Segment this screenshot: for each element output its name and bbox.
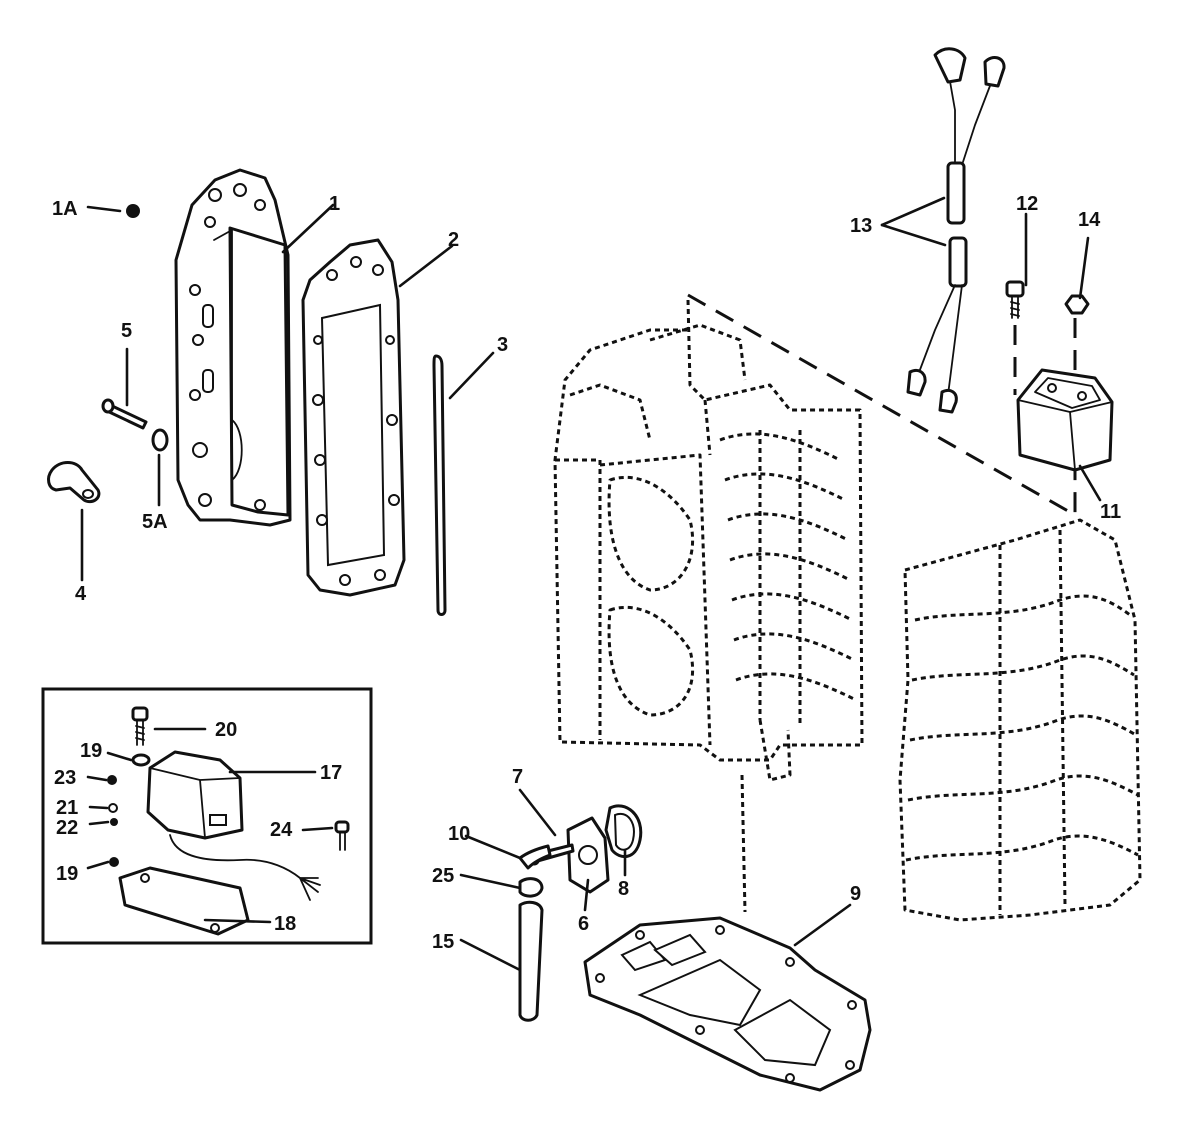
callout-13: 13 [850,215,872,237]
callout-8: 8 [618,878,629,900]
callout-25: 25 [432,865,454,887]
callout-20: 20 [215,719,237,741]
part-14-nut [1064,294,1090,315]
callout-9: 9 [850,883,861,905]
part-15-hose [518,900,544,1022]
callout-23: 23 [54,767,76,789]
callout-22: 22 [56,817,78,839]
callout-10: 10 [448,823,470,845]
part-17-module [146,750,244,840]
callout-4: 4 [75,583,87,605]
callout-18: 18 [274,913,296,935]
part-4-clip [47,461,101,504]
callout-21: 21 [56,797,78,819]
callout-3: 3 [497,334,508,356]
callout-5A: 5A [142,511,168,533]
callout-14: 14 [1078,209,1101,231]
part-1-cover-plate [174,168,292,527]
part-5-screw [101,398,148,430]
assembly-dashed-lines [687,293,1077,518]
second-block-outline [898,518,1142,922]
callout-1A: 1A [52,198,78,220]
callout-labels: 1A 1 2 3 5 5A 4 13 12 14 11 7 10 25 6 8 … [52,193,1121,953]
part-25-clamp [518,877,544,898]
part-6-cover [566,816,610,894]
part-18-bracket [118,866,250,936]
callout-1: 1 [329,193,340,215]
callout-2: 2 [448,229,459,251]
part-11-module [1016,368,1114,472]
callout-5: 5 [121,320,132,342]
part-13-wire-leads [906,47,1006,414]
callout-19-bottom: 19 [56,863,78,885]
part-1A-plug [126,204,140,218]
part-2-gasket [301,238,406,597]
part-3-seal-strip [432,354,447,616]
part-9-base-gasket [583,916,872,1092]
callout-7: 7 [512,766,523,788]
callout-15: 15 [432,931,454,953]
callout-12: 12 [1016,193,1038,215]
part-12-screw [1005,280,1025,319]
leader-lines [80,196,1102,972]
callout-19-top: 19 [80,740,102,762]
callout-17: 17 [320,762,342,784]
engine-block-outline [553,299,864,913]
part-5A-washer [151,428,169,452]
callout-11: 11 [1100,501,1121,523]
inset-detail-box [41,687,373,945]
part-8-gasket [604,804,643,859]
callout-24: 24 [270,819,293,841]
part-10-elbow [518,844,552,870]
callout-6: 6 [578,913,589,935]
